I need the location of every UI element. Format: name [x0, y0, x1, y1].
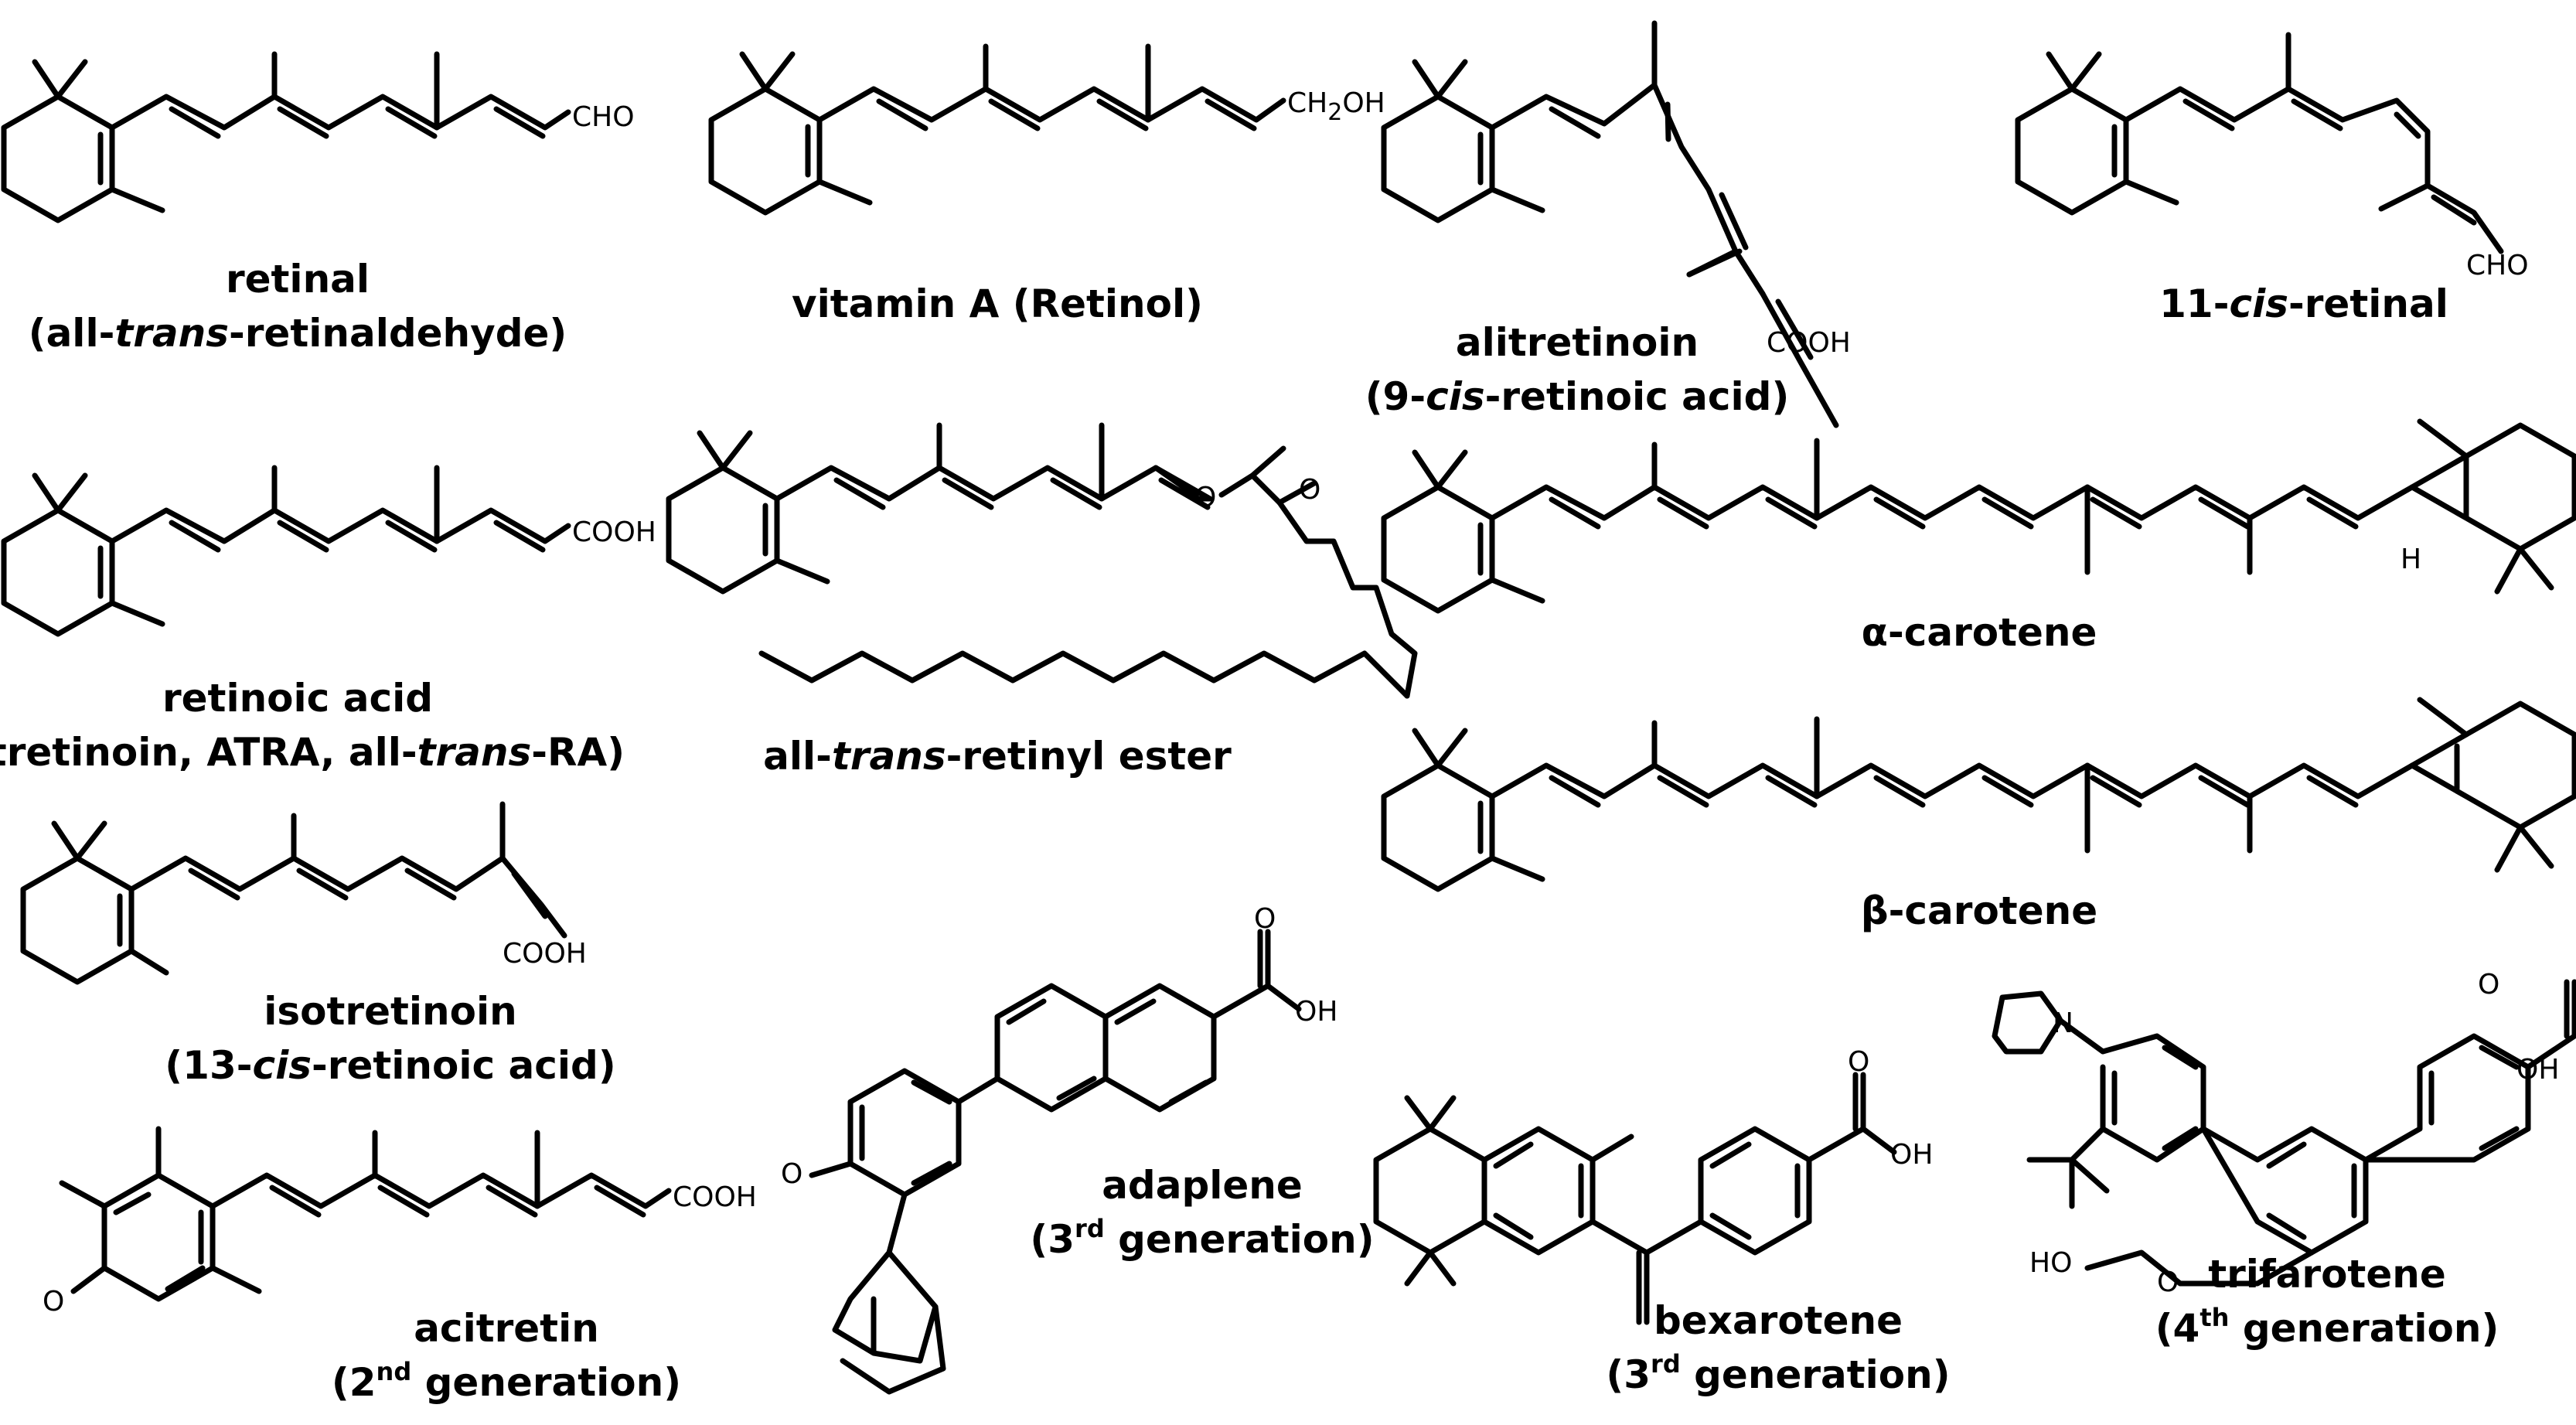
bexarotene-generation: (3rd generation): [1606, 1349, 1950, 1397]
alitretinoin-alt-label: (9-cis-retinoic acid): [1365, 374, 1790, 419]
retinol-structure: CH2OH: [708, 43, 1385, 216]
retinyl-ester-label: all-trans-retinyl ester: [763, 734, 1232, 779]
trifarotene-label: trifarotene: [2208, 1252, 2446, 1297]
adapalene-methoxy-oxygen: O: [781, 1158, 802, 1190]
retinal-group: CHO: [572, 101, 635, 133]
retinol-group: CH2OH: [1287, 87, 1385, 126]
retinal-alt-label: (all-trans-retinaldehyde): [29, 311, 567, 356]
retinal-label: retinal: [226, 257, 370, 302]
retinyl-ester-structure: O O: [666, 422, 1418, 699]
adapalene-structure: O O OH: [781, 903, 1337, 1395]
alpha-carotene-label: α-carotene: [1862, 610, 2097, 655]
retinoic-acid-structure: COOH: [1, 465, 656, 637]
acitretin-generation: (2nd generation): [332, 1357, 681, 1405]
isotretinoin-alt-label: (13-cis-retinoic acid): [165, 1043, 615, 1088]
acitretin-structure: O COOH: [43, 1126, 757, 1318]
cis-retinal-group: CHO: [2466, 250, 2529, 281]
isotretinoin-structure: COOH: [20, 801, 587, 985]
trifarotene-generation: (4th generation): [2155, 1303, 2499, 1351]
acitretin-methoxy-oxygen: O: [43, 1286, 64, 1318]
adapalene-carbonyl-oxygen: O: [1254, 903, 1276, 935]
bexarotene-label: bexarotene: [1654, 1298, 1903, 1343]
trifarotene-ether-oxygen: O: [2157, 1266, 2179, 1298]
adapalene-label: adaplene: [1102, 1163, 1303, 1208]
bexarotene-structure: O OH: [1373, 1046, 1933, 1325]
alitretinoin-label: alitretinoin: [1456, 320, 1699, 365]
trifarotene-carbonyl-oxygen: O: [2478, 969, 2499, 1001]
trifarotene-hydroxyl: OH: [2516, 1054, 2559, 1086]
beta-carotene-label: β-carotene: [1861, 888, 2097, 933]
alpha-carotene-hydrogen: H: [2401, 544, 2421, 575]
adapalene-generation: (3rd generation): [1030, 1214, 1374, 1262]
trifarotene-structure: N HO O O OH: [1992, 969, 2576, 1298]
adapalene-hydroxyl: OH: [1295, 996, 1337, 1028]
alitretinoin-group: COOH: [1767, 327, 1851, 359]
trifarotene-nitrogen: N: [2053, 1007, 2073, 1039]
bexarotene-hydroxyl: OH: [1890, 1139, 1933, 1171]
retinyl-ester-oxygen: O: [1194, 482, 1216, 513]
cis-retinal-label: 11-cis-retinal: [2159, 281, 2448, 326]
trifarotene-hydroxyl-left: HO: [2029, 1247, 2072, 1279]
bexarotene-carbonyl-oxygen: O: [1848, 1046, 1869, 1078]
retinoic-acid-label: retinoic acid: [162, 676, 433, 721]
retinyl-ester-carbonyl-oxygen: O: [1299, 474, 1320, 506]
alpha-carotene-structure: H: [1381, 418, 2576, 614]
alitretinoin-structure: COOH: [1381, 20, 1851, 428]
retinal-structure: CHO: [1, 51, 635, 223]
acitretin-group: COOH: [673, 1181, 757, 1213]
beta-carotene-structure: [1381, 697, 2576, 892]
isotretinoin-label: isotretinoin: [264, 989, 516, 1034]
retinoic-acid-alt-label: (tretinoin, ATRA, all-trans-RA): [0, 730, 625, 775]
cis-retinal-structure: CHO: [2015, 32, 2529, 281]
acitretin-label: acitretin: [414, 1306, 599, 1351]
isotretinoin-group: COOH: [503, 938, 587, 970]
retinol-label: vitamin A (Retinol): [792, 281, 1203, 326]
retinoic-acid-group: COOH: [572, 516, 656, 548]
